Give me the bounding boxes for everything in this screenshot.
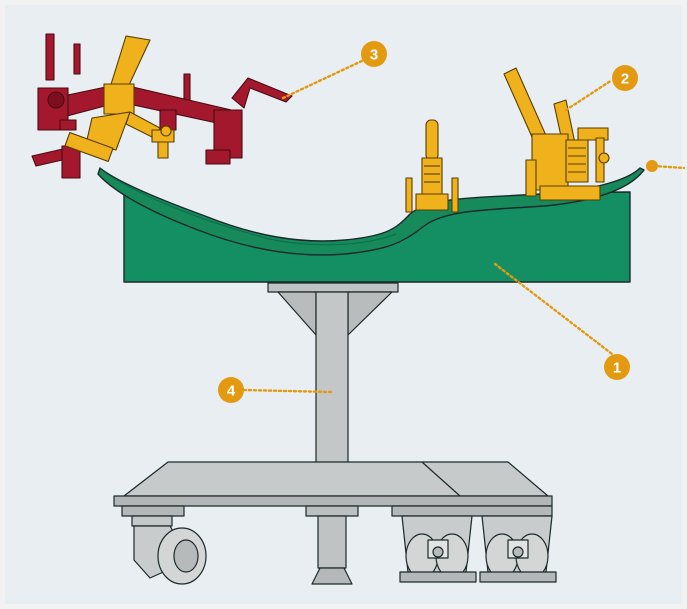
leader-3 bbox=[281, 58, 366, 100]
callout-tip-dot bbox=[646, 160, 658, 172]
callout-marker-4: 4 bbox=[218, 377, 244, 403]
clamp-yellow-middle bbox=[405, 119, 459, 213]
cart-platform-edge bbox=[113, 495, 553, 507]
callout-number-1: 1 bbox=[613, 360, 621, 377]
stand-top-plate bbox=[267, 282, 399, 293]
toggle-clamp-yellow bbox=[503, 67, 610, 201]
yellow-mid-post-right bbox=[451, 177, 459, 213]
caster-right-b bbox=[479, 515, 557, 583]
yellow-left-pad bbox=[64, 132, 114, 162]
caster-left-mount bbox=[121, 505, 185, 517]
yellow-left-arm bbox=[85, 111, 131, 151]
panel-edge-line bbox=[103, 171, 397, 246]
center-foot-flange bbox=[305, 505, 359, 517]
cart-stand bbox=[113, 282, 557, 585]
yellow-mid-post-left bbox=[405, 177, 413, 213]
support-column bbox=[315, 291, 349, 465]
caster-right-a bbox=[399, 515, 477, 583]
caster-right-mount bbox=[391, 505, 553, 517]
yellow-right-cylinder bbox=[565, 139, 589, 183]
yellow-left-knob bbox=[160, 125, 172, 137]
yellow-right-top-bar bbox=[577, 127, 609, 141]
center-foot-post bbox=[317, 515, 347, 569]
platform-seam bbox=[421, 461, 461, 497]
red-handle-2 bbox=[73, 43, 81, 75]
leader-4 bbox=[242, 388, 334, 394]
fixture-base bbox=[97, 167, 645, 283]
red-handle-1 bbox=[45, 33, 55, 81]
callout-number-2: 2 bbox=[621, 71, 629, 88]
red-foot-1 bbox=[59, 119, 77, 131]
callout-marker-2: 2 bbox=[612, 65, 638, 91]
caster-left-hub bbox=[173, 539, 199, 573]
callout-marker-3: 3 bbox=[361, 41, 387, 67]
yellow-mid-handle bbox=[425, 119, 439, 161]
yellow-right-side-post bbox=[525, 159, 537, 197]
caster-left-plate bbox=[131, 515, 173, 527]
red-lever bbox=[231, 77, 293, 109]
leader-1 bbox=[493, 262, 614, 356]
callout-leaders bbox=[242, 58, 686, 394]
red-actuator-foot bbox=[205, 149, 231, 165]
red-lower-post bbox=[61, 145, 81, 179]
cart-platform bbox=[123, 461, 549, 497]
callout-marker-1: 1 bbox=[604, 354, 630, 380]
yellow-mid-base bbox=[415, 193, 449, 211]
yellow-left-spindle bbox=[157, 141, 169, 159]
yellow-right-body bbox=[531, 133, 569, 191]
red-pivot bbox=[47, 91, 65, 109]
yellow-right-base bbox=[539, 185, 601, 201]
leader-2-tip bbox=[652, 164, 686, 170]
leader-2 bbox=[564, 78, 614, 112]
clamp-arm-red bbox=[31, 33, 293, 179]
clamp-yellow-left bbox=[64, 35, 175, 162]
yellow-right-knob bbox=[598, 152, 610, 164]
callout-number-3: 3 bbox=[370, 47, 378, 64]
center-foot-pad bbox=[311, 567, 353, 585]
callout-number-4: 4 bbox=[227, 383, 236, 400]
yellow-left-body bbox=[103, 83, 135, 115]
yellow-mid-cylinder bbox=[421, 157, 443, 195]
formed-panel bbox=[97, 167, 645, 256]
